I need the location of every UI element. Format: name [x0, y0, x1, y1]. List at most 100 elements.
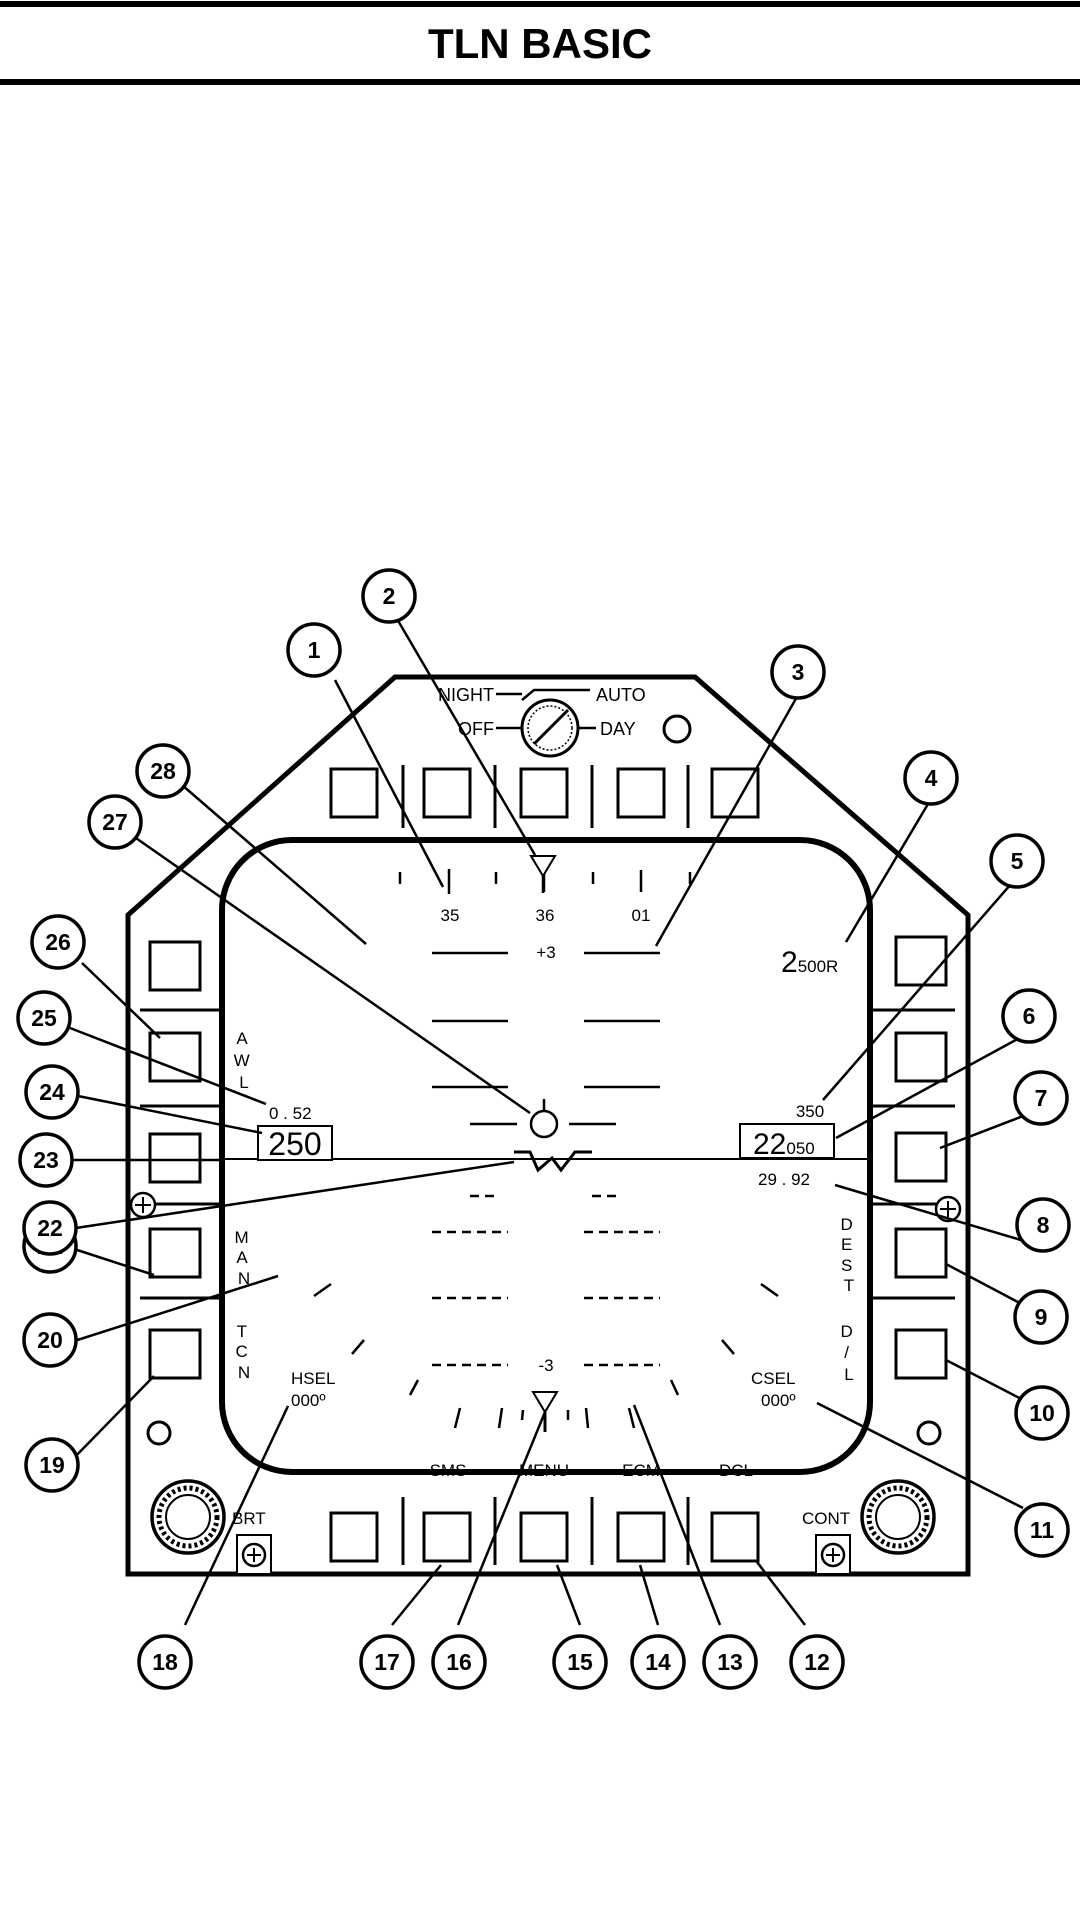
dl-button[interactable] — [894, 1328, 948, 1380]
heading-label-36: 36 — [536, 906, 555, 925]
pitch-label-plus3: +3 — [536, 943, 555, 962]
ecm-button[interactable] — [616, 1511, 666, 1563]
man-button[interactable] — [148, 1227, 202, 1279]
man-letter-m: M — [235, 1228, 249, 1247]
callout-10-number: 10 — [1029, 1400, 1055, 1426]
top-button-4[interactable] — [616, 767, 666, 819]
right-button-3[interactable] — [894, 1131, 948, 1183]
screw-bottom-right-icon — [815, 1534, 851, 1575]
screw-right-icon — [934, 1195, 962, 1223]
callout-6-number: 6 — [1023, 1003, 1036, 1029]
menu-label: MENU — [519, 1461, 569, 1480]
callout-16: 16 — [431, 1634, 487, 1690]
left-pushbuttons — [140, 940, 222, 1380]
callout-26-number: 26 — [45, 929, 71, 955]
mach-readout: 0 . 52 — [269, 1104, 312, 1123]
callout-8-number: 8 — [1037, 1212, 1050, 1238]
callout-12-number: 12 — [804, 1649, 830, 1675]
callout-3: 3 — [770, 644, 826, 700]
sms-button[interactable] — [422, 1511, 472, 1563]
callout-3-number: 3 — [792, 659, 805, 685]
callout-25-number: 25 — [31, 1005, 57, 1031]
callout-1-number: 1 — [308, 637, 321, 663]
callout-26: 26 — [30, 914, 86, 970]
hsel-label: HSEL — [291, 1369, 335, 1388]
right-button-1[interactable] — [894, 935, 948, 987]
callout-13: 13 — [702, 1634, 758, 1690]
baro-altitude-readout: 22050 — [753, 1128, 815, 1161]
knob-off-label: OFF — [458, 719, 494, 739]
callout-22-number: 22 — [37, 1215, 63, 1241]
callout-7-number: 7 — [1035, 1085, 1048, 1111]
left-button-2[interactable] — [148, 1031, 202, 1083]
right-button-2[interactable] — [894, 1031, 948, 1083]
callout-27: 27 — [87, 794, 143, 850]
callout-1: 1 — [286, 622, 342, 678]
heading-label-35: 35 — [441, 906, 460, 925]
pitch-label-minus3: -3 — [538, 1356, 553, 1375]
callout-14: 14 — [630, 1634, 686, 1690]
callout-markers: 1 2 3 4 5 6 7 8 9 10 11 12 13 14 15 16 1… — [16, 568, 1071, 1690]
knob-auto-label: AUTO — [596, 685, 646, 705]
callout-leader-lines — [67, 611, 1032, 1626]
callout-4-number: 4 — [925, 765, 938, 791]
vertical-velocity-readout: 350 — [796, 1102, 824, 1121]
knob-day-label: DAY — [600, 719, 636, 739]
callout-19-number: 19 — [39, 1452, 65, 1478]
callout-18: 18 — [137, 1634, 193, 1690]
display-screen — [219, 837, 873, 1475]
top-button-2[interactable] — [422, 767, 472, 819]
callout-12: 12 — [789, 1634, 845, 1690]
callout-19: 19 — [24, 1437, 80, 1493]
callout-28-number: 28 — [150, 758, 176, 784]
baro-altitude-big: 22 — [753, 1128, 786, 1161]
sensor-left-icon — [146, 1420, 172, 1446]
callout-13-number: 13 — [717, 1649, 743, 1675]
dest-letter-t: T — [844, 1276, 854, 1295]
dest-button[interactable] — [894, 1227, 948, 1279]
callout-27-number: 27 — [102, 809, 128, 835]
right-pushbuttons — [870, 935, 955, 1380]
callout-22: 22 — [22, 1200, 78, 1256]
sensor-right-icon — [916, 1420, 942, 1446]
top-button-3[interactable] — [519, 767, 569, 819]
callout-11: 11 — [1014, 1502, 1070, 1558]
screw-bottom-left-icon — [236, 1534, 272, 1575]
bottom-pushbuttons — [329, 1497, 760, 1565]
top-button-1[interactable] — [329, 767, 379, 819]
brt-knob[interactable] — [150, 1479, 226, 1555]
radar-altitude-readout: 2500R — [781, 946, 838, 979]
dl-letter-l: L — [844, 1365, 853, 1384]
menu-button[interactable] — [519, 1511, 569, 1563]
heading-caret-icon — [529, 855, 557, 878]
callout-7: 7 — [1013, 1070, 1069, 1126]
dcl-label: DCL — [719, 1461, 753, 1480]
tcn-letter-n: N — [238, 1363, 250, 1382]
tcn-button[interactable] — [148, 1328, 202, 1380]
altitude-box — [739, 1123, 835, 1159]
dcl-button[interactable] — [710, 1511, 760, 1563]
left-button-3[interactable] — [148, 1132, 202, 1184]
callout-9: 9 — [1013, 1289, 1069, 1345]
csel-label: CSEL — [751, 1369, 795, 1388]
man-letter-n: N — [238, 1269, 250, 1288]
bottom-button-1[interactable] — [329, 1511, 379, 1563]
waterline-symbol-icon — [514, 1150, 592, 1173]
callout-24-number: 24 — [39, 1079, 65, 1105]
callout-25: 25 — [16, 990, 72, 1046]
top-pushbuttons — [329, 765, 760, 828]
cont-knob[interactable] — [860, 1479, 936, 1555]
callout-23-number: 23 — [33, 1147, 59, 1173]
callout-9-number: 9 — [1035, 1304, 1048, 1330]
bank-scale — [313, 1282, 779, 1429]
callout-5-number: 5 — [1011, 848, 1024, 874]
callout-28: 28 — [135, 743, 191, 799]
pitch-ladder — [432, 951, 660, 1367]
tcn-letter-c: C — [235, 1342, 247, 1361]
callout-17-number: 17 — [374, 1649, 400, 1675]
brightness-knob[interactable] — [496, 688, 596, 758]
callout-5: 5 — [989, 833, 1045, 889]
left-button-1[interactable] — [148, 940, 202, 992]
option-dl-label: D / L — [840, 1322, 857, 1384]
callout-16-number: 16 — [446, 1649, 472, 1675]
